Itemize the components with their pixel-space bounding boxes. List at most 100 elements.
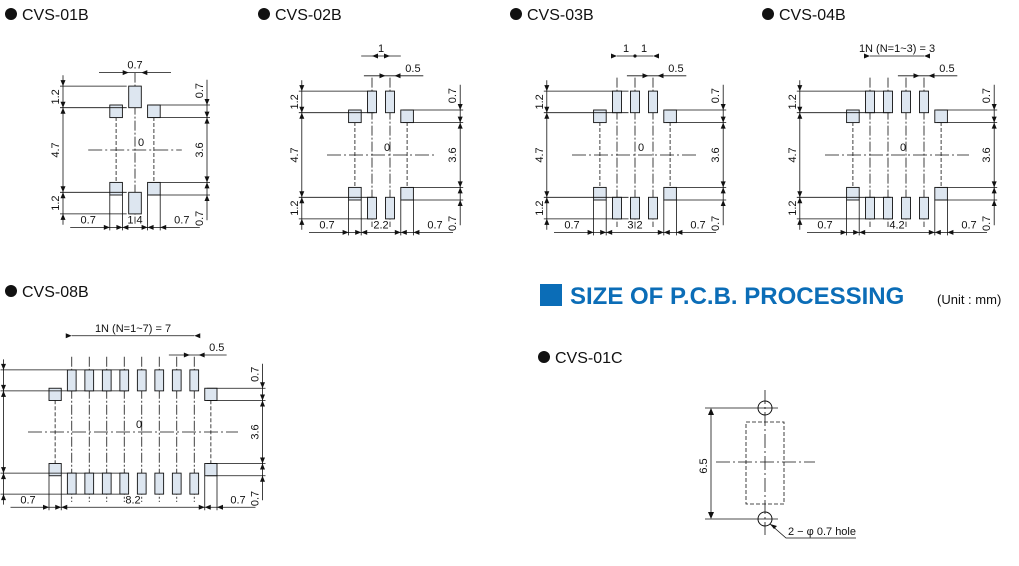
corner-pad <box>846 109 860 124</box>
arrow-icon <box>663 229 670 235</box>
arrow-icon <box>720 116 726 123</box>
arrow-icon <box>204 111 210 118</box>
switch-pad <box>119 369 130 392</box>
arrow-icon <box>217 504 223 510</box>
arrow-icon <box>394 73 401 79</box>
dim-label: 1.4 <box>127 214 142 226</box>
dim-label: 0.7 <box>81 214 96 226</box>
switch-pad <box>385 196 395 220</box>
dimension-dot <box>633 54 637 58</box>
arrow-icon <box>720 187 726 194</box>
dim-label: 0.7 <box>127 60 142 72</box>
arrow-icon <box>457 200 463 206</box>
dim-label: 0.5 <box>939 63 954 75</box>
hole-top <box>757 400 773 416</box>
arrow-icon <box>204 182 210 189</box>
dim-label: 2.2 <box>373 219 388 231</box>
dim-label: 0.5 <box>405 63 420 75</box>
dim-label: 1.2 <box>787 94 799 109</box>
dim-label: 3.6 <box>710 147 722 162</box>
arrow-icon <box>413 229 420 235</box>
arrow-icon <box>720 104 726 110</box>
arrow-icon <box>299 106 305 113</box>
dim-label: 0.5 <box>209 342 224 354</box>
dim-label: 4.7 <box>289 147 301 162</box>
dim-label: 4.7 <box>534 147 546 162</box>
arrow-icon <box>797 85 803 92</box>
arrow-icon <box>653 53 659 59</box>
arrow-icon <box>122 70 129 76</box>
dim-label: 4.2 <box>889 219 904 231</box>
dim-label: 1.2 <box>0 476 3 491</box>
bullet-icon <box>510 8 522 20</box>
diagram-title: CVS-04B <box>779 7 846 24</box>
switch-pad <box>865 196 875 220</box>
dim-label: 1 <box>378 43 384 55</box>
arrow-icon <box>457 122 463 129</box>
dim-label: 1.2 <box>534 200 546 215</box>
arrow-icon <box>204 195 210 201</box>
diagram-title: CVS-03B <box>527 7 594 24</box>
dim-label: 0.7 <box>194 211 206 226</box>
switch-pad <box>648 196 658 220</box>
arrow-icon <box>299 85 305 92</box>
switch-pad <box>154 472 165 495</box>
dim-label: 0.7 <box>174 214 189 226</box>
corner-pad <box>663 109 677 124</box>
diagram-title: CVS-08B <box>22 284 89 301</box>
arrow-icon <box>342 229 349 235</box>
switch-pad <box>189 472 200 495</box>
dim-label: 0.7 <box>981 88 993 103</box>
unit-label: (Unit : mm) <box>937 292 1001 307</box>
dim-label: 0.7 <box>230 494 245 506</box>
arrow-icon <box>934 229 941 235</box>
arrow-icon <box>797 218 803 225</box>
arrow-icon <box>55 504 62 510</box>
arrow-icon <box>840 229 847 235</box>
pcb-cvs-01c: CVS-01C 6.5 2 − φ 0.7 hole <box>538 350 856 539</box>
arrow-icon <box>797 197 803 204</box>
arrow-icon <box>924 53 930 59</box>
arrow-icon <box>947 229 954 235</box>
arrow-icon <box>400 229 407 235</box>
dim-label: 0.7 <box>250 491 262 506</box>
arrow-icon <box>60 80 66 87</box>
arrow-icon <box>260 475 265 482</box>
switch-pad <box>630 196 640 220</box>
arrow-icon <box>928 229 935 235</box>
switch-pad <box>919 90 929 114</box>
arrow-icon <box>299 197 305 204</box>
arrow-icon <box>600 229 607 235</box>
bullet-icon <box>5 8 17 20</box>
dim-label: 0.7 <box>250 367 262 382</box>
dim-label: 0.7 <box>690 219 705 231</box>
dim-label: 0.7 <box>194 83 206 98</box>
arrow-icon <box>642 73 649 79</box>
corner-pad <box>663 186 677 201</box>
dim-label: 0.7 <box>447 88 459 103</box>
bullet-icon <box>762 8 774 20</box>
arrow-icon <box>299 112 305 119</box>
arrow-icon <box>43 504 49 510</box>
arrow-icon <box>1 363 6 370</box>
arrow-icon <box>194 333 201 339</box>
dim-label: 0.7 <box>961 219 976 231</box>
dim-label: 3.6 <box>194 142 206 157</box>
dim-label: 1N (N=1~3) = 3 <box>859 43 935 55</box>
dim-label: 0.7 <box>710 216 722 231</box>
diagram-title: CVS-01B <box>22 7 89 24</box>
dim-label: 1.2 <box>0 373 3 388</box>
arrow-icon <box>141 224 148 230</box>
dim-label: 1.2 <box>50 89 62 104</box>
arrow-icon <box>61 504 68 510</box>
switch-pad <box>154 369 165 392</box>
arrow-icon <box>928 73 935 79</box>
arrow-icon <box>1 384 6 391</box>
switch-pad <box>367 196 377 220</box>
arrow-icon <box>204 504 211 510</box>
section-marker-square <box>540 284 562 306</box>
arrow-icon <box>853 229 860 235</box>
arrow-icon <box>60 186 66 193</box>
